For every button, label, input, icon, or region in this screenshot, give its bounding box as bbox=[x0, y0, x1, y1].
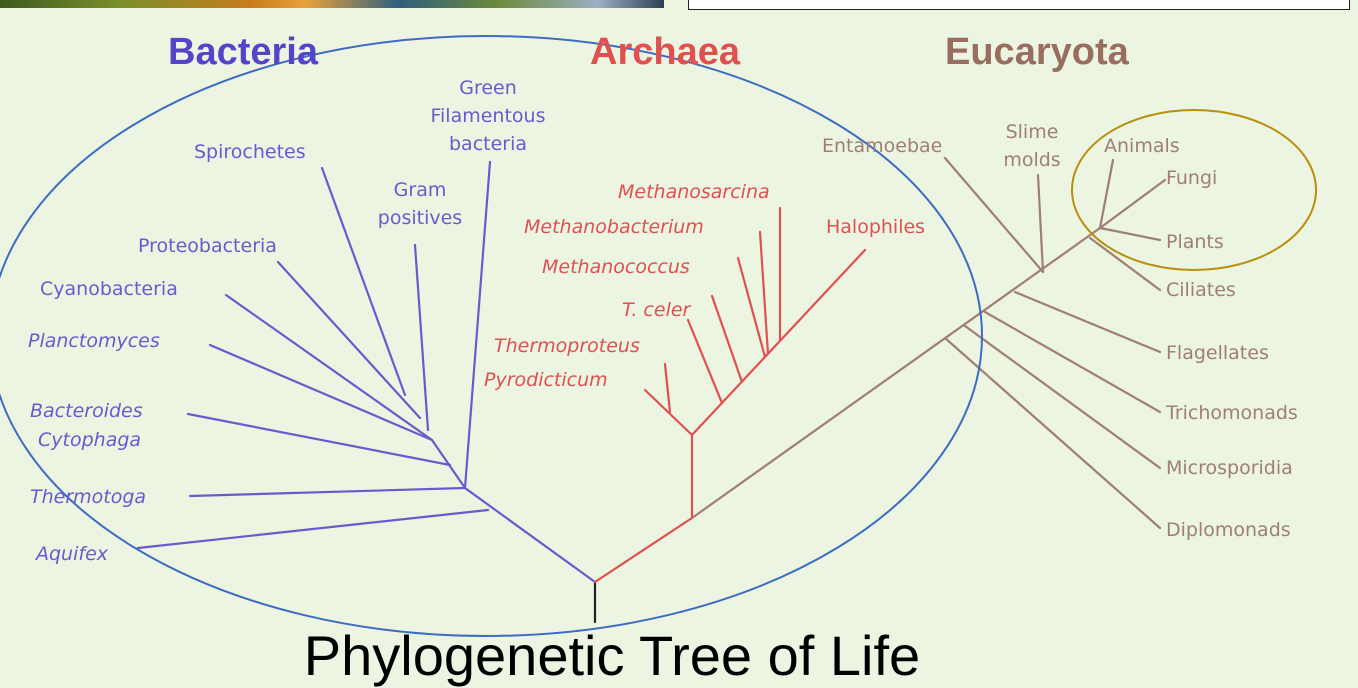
branch-archaea-tceler bbox=[712, 296, 742, 382]
label-methanobacterium: Methanobacterium bbox=[524, 216, 704, 238]
label-slime-molds: molds bbox=[1003, 149, 1060, 171]
branch-euk-microsporidia bbox=[965, 326, 1160, 468]
label-animals: Animals bbox=[1104, 135, 1180, 157]
domain-title-archaea: Archaea bbox=[590, 31, 741, 73]
main-title: Phylogenetic Tree of Life bbox=[304, 624, 920, 687]
branch-euk-slime bbox=[1038, 175, 1043, 272]
branch-euk-flagellates bbox=[1015, 292, 1160, 352]
label-spirochetes: Spirochetes bbox=[194, 141, 306, 163]
label-methanosarcina: Methanosarcina bbox=[618, 181, 770, 203]
branch-euk-main bbox=[692, 228, 1100, 518]
branch-euk-animals bbox=[1100, 160, 1113, 228]
label-methanococcus: Methanococcus bbox=[542, 256, 690, 278]
label-planctomyces: Planctomyces bbox=[28, 330, 160, 352]
label-aquifex: Aquifex bbox=[34, 543, 109, 565]
label-entamoebae: Entamoebae bbox=[822, 135, 942, 157]
label-proteobacteria: Proteobacteria bbox=[138, 235, 277, 257]
label-bacteroides-cytophaga: Cytophaga bbox=[38, 429, 141, 451]
branch-archaea-methanococcus bbox=[738, 258, 765, 357]
branch-bacteria-main bbox=[465, 488, 595, 582]
domain-title-eucaryota: Eucaryota bbox=[945, 31, 1130, 73]
label-thermoproteus: Thermoproteus bbox=[494, 335, 640, 357]
label-trichomonads: Trichomonads bbox=[1165, 402, 1298, 424]
label-microsporidia: Microsporidia bbox=[1166, 457, 1293, 479]
branch-archaea-thermoproteus bbox=[688, 320, 722, 403]
branch-bacteria-spirochetes bbox=[322, 168, 405, 395]
branch-bacteria-thermotoga bbox=[190, 488, 465, 496]
domain-title-bacteria: Bacteria bbox=[168, 31, 319, 73]
branch-bacteria-proteobacteria bbox=[278, 262, 420, 418]
label-gram-positives: Gram bbox=[394, 179, 447, 201]
label-ciliates: Ciliates bbox=[1166, 279, 1236, 301]
branch-euk-diplomonads bbox=[945, 338, 1160, 528]
branch-archaea-upper bbox=[692, 250, 865, 435]
label-diplomonads: Diplomonads bbox=[1166, 519, 1291, 541]
branch-bacteria-gram bbox=[415, 245, 428, 430]
label-slime-molds: Slime bbox=[1006, 121, 1059, 143]
branch-archaea-methanobacterium bbox=[760, 232, 768, 354]
branch-bacteria-aquifex bbox=[138, 510, 488, 548]
label-cyanobacteria: Cyanobacteria bbox=[40, 278, 178, 300]
branch-euk-entamoebae bbox=[945, 158, 1043, 272]
branch-euk-fungi bbox=[1100, 180, 1165, 228]
branch-bacteria-bacteroides bbox=[188, 414, 450, 465]
label-gram-positives: positives bbox=[378, 207, 462, 229]
label-bacteroides-cytophaga: Bacteroides bbox=[30, 400, 143, 422]
branch-archaea-main bbox=[595, 518, 692, 582]
label-green-filamentous: bacteria bbox=[449, 133, 527, 155]
label-fungi: Fungi bbox=[1166, 167, 1217, 189]
label-thermotoga: Thermotoga bbox=[30, 486, 146, 508]
label-green-filamentous: Filamentous bbox=[430, 105, 545, 127]
label-green-filamentous: Green bbox=[459, 77, 517, 99]
label-tceler: T. celer bbox=[622, 299, 692, 321]
label-flagellates: Flagellates bbox=[1166, 342, 1269, 364]
branch-bacteria-greenfil bbox=[465, 162, 490, 488]
label-pyrodicticum: Pyrodicticum bbox=[484, 369, 608, 391]
label-plants: Plants bbox=[1166, 231, 1224, 253]
branch-euk-plants bbox=[1100, 228, 1160, 240]
label-halophiles: Halophiles bbox=[826, 216, 925, 238]
branch-archaea-pyro-end bbox=[665, 364, 670, 412]
